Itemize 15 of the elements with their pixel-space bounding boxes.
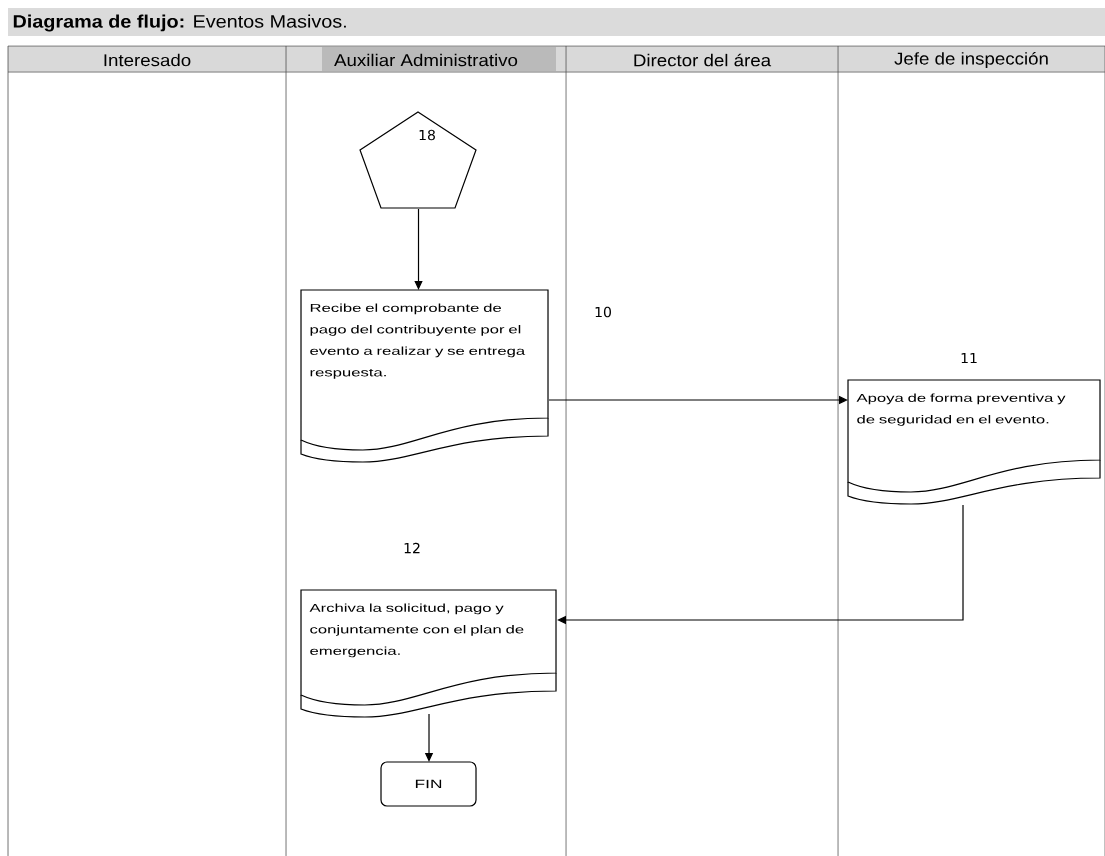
arrow [414, 208, 423, 290]
document-box: Recibe el comprobante de pago del contribuyente por el evento a realizar y se entrega respuesta. [300, 289, 549, 463]
step-number: 11 [961, 352, 977, 364]
off-page-connector: 18 [359, 111, 477, 209]
step-number: 12 [404, 542, 420, 554]
arrow [557, 504, 964, 625]
lane-header: Jefe de inspección [894, 52, 1048, 68]
title-bar: Diagrama de flujo: Eventos Masivos. [8, 8, 1105, 36]
step-number: 10 [595, 306, 611, 318]
document-box: Archiva la solicitud, pago y conjuntamente con el plan de emergencia. [300, 589, 557, 718]
lane-header: Auxiliar Administrativo [322, 47, 556, 71]
lane-header: Director del área [634, 53, 772, 67]
document-box: Apoya de forma preventiva y de seguridad en el evento. [847, 379, 1101, 505]
terminator-box: FIN [380, 761, 477, 807]
lane-header: Interesado [104, 53, 191, 67]
